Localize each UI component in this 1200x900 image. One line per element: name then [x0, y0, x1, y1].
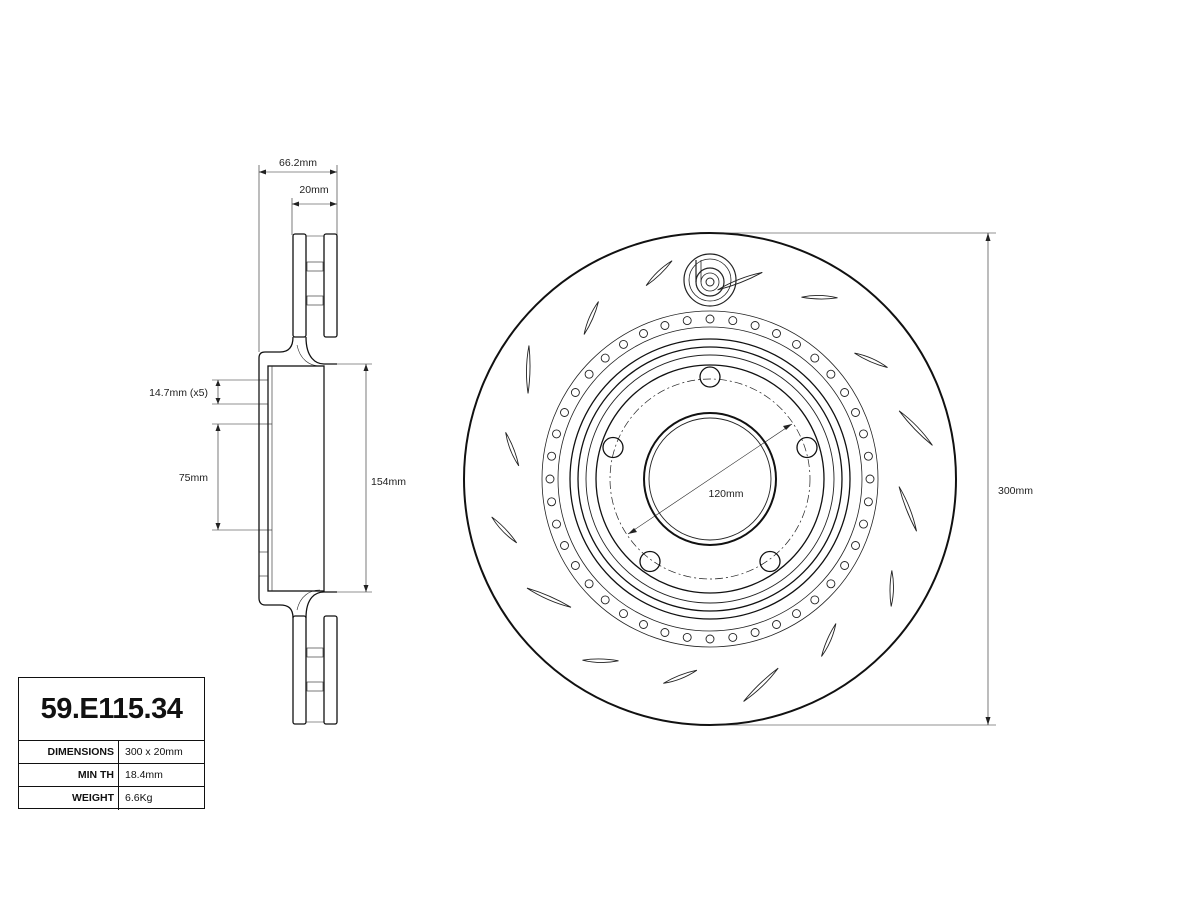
bolt-hole — [699, 366, 721, 388]
slot — [898, 486, 917, 532]
slot — [491, 516, 518, 544]
drill-hole — [859, 519, 868, 529]
dim-hub-diameter-label: 154mm — [371, 476, 406, 488]
spec-value: 6.6Kg — [125, 792, 153, 804]
drill-hole — [792, 609, 801, 619]
drill-hole — [682, 316, 692, 326]
drill-hole — [552, 429, 561, 439]
drill-hole — [772, 329, 781, 338]
drill-hole — [863, 497, 873, 507]
drill-hole — [792, 339, 801, 349]
drill-hole — [810, 595, 820, 605]
drill-hole — [705, 314, 715, 324]
slot — [854, 352, 888, 368]
drill-hole — [600, 595, 610, 605]
drill-hole — [560, 408, 569, 417]
dim-center-bore-label: 75mm — [179, 472, 208, 484]
slot — [663, 669, 698, 684]
bolt-hole — [639, 550, 661, 573]
slot — [821, 623, 837, 657]
spec-value: 300 x 20mm — [125, 746, 183, 758]
drill-hole — [851, 541, 860, 550]
front-view: 120mm 300mm — [463, 232, 1033, 726]
drill-hole — [545, 474, 555, 484]
drill-hole — [865, 474, 875, 484]
drill-hole — [859, 429, 868, 439]
bolt-hole — [796, 436, 818, 459]
drill-hole — [728, 632, 738, 642]
slot — [717, 272, 763, 291]
slot — [645, 260, 673, 287]
drill-hole — [772, 620, 781, 629]
drill-hole — [660, 628, 670, 637]
spec-key: MIN TH — [19, 764, 119, 786]
slot — [526, 587, 572, 608]
drill-hole — [863, 451, 873, 461]
spec-row: MIN TH 18.4mm — [19, 764, 204, 787]
drill-hole — [840, 561, 850, 570]
drill-hole — [560, 541, 569, 550]
slot — [743, 667, 779, 702]
drill-hole — [840, 388, 850, 397]
drill-hole — [826, 369, 836, 379]
drill-hole — [826, 579, 836, 589]
drill-hole — [552, 519, 561, 529]
drill-hole — [810, 353, 820, 363]
drill-hole — [584, 369, 594, 379]
drilled-ring — [541, 310, 879, 648]
dim-pcd-label: 120mm — [708, 488, 743, 500]
drill-hole — [639, 620, 648, 629]
drill-hole — [705, 634, 715, 644]
side-view: 66.2mm 20mm — [149, 157, 406, 725]
drill-hole — [619, 609, 628, 619]
slots — [491, 260, 933, 702]
center-bore — [643, 412, 777, 546]
slot — [898, 410, 933, 446]
part-number: 59.E115.34 — [19, 678, 204, 741]
slot — [526, 345, 531, 394]
spec-key: DIMENSIONS — [19, 741, 119, 763]
dim-thickness-label: 20mm — [299, 184, 328, 196]
drill-hole — [547, 497, 557, 507]
drill-hole — [600, 353, 610, 363]
drill-hole — [584, 579, 594, 589]
spec-key: WEIGHT — [19, 787, 119, 810]
drill-hole — [547, 451, 557, 461]
drill-hole — [570, 388, 580, 397]
bolt-hole — [602, 436, 624, 459]
dim-outer-diameter-label: 300mm — [998, 485, 1033, 497]
spec-row: DIMENSIONS 300 x 20mm — [19, 741, 204, 764]
slot — [582, 658, 619, 663]
bolt-hole — [759, 550, 781, 573]
drill-hole — [619, 339, 628, 349]
drill-hole — [570, 561, 580, 570]
slot — [505, 432, 520, 467]
dim-bolt-hole-label: 14.7mm (x5) — [149, 387, 208, 399]
spec-table: 59.E115.34 DIMENSIONS 300 x 20mm MIN TH … — [18, 677, 205, 810]
drill-hole — [750, 321, 760, 330]
slot — [801, 295, 838, 300]
slot — [583, 301, 599, 335]
bolt-holes — [602, 366, 818, 573]
spec-row: WEIGHT 6.6Kg — [19, 787, 204, 810]
slot — [889, 570, 894, 607]
drill-hole — [750, 628, 760, 637]
drill-hole — [639, 329, 648, 338]
spec-value: 18.4mm — [125, 769, 163, 781]
drill-hole — [851, 408, 860, 417]
brembo-logo-icon — [683, 253, 737, 307]
drill-hole — [682, 632, 692, 642]
drill-hole — [728, 316, 738, 326]
dim-overall-height-label: 66.2mm — [279, 157, 317, 169]
drill-hole — [660, 321, 670, 330]
